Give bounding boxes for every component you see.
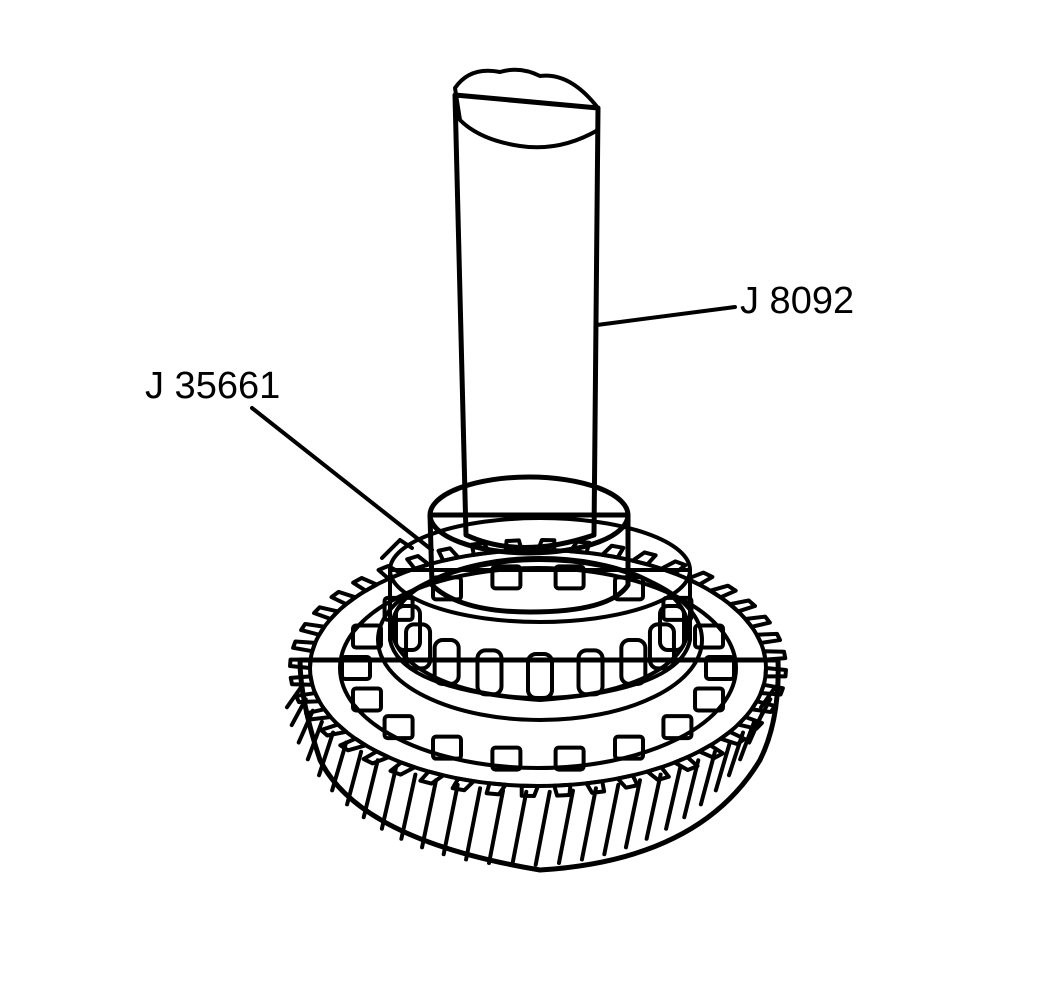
- driver-handle-tool: [452, 67, 601, 550]
- handle-knurled-end: [453, 67, 600, 150]
- clutch-tooth: [350, 623, 383, 650]
- helix-tooth-line: [533, 789, 552, 867]
- helix-tooth-line: [420, 778, 439, 850]
- clutch-tooth: [613, 734, 645, 761]
- clutch-tooth: [553, 745, 586, 772]
- helix-tooth-line: [698, 749, 717, 807]
- helix-tooth-line: [464, 786, 483, 862]
- clutch-tooth: [350, 686, 383, 713]
- installer-top: [427, 474, 631, 556]
- helix-tooth-line: [345, 749, 364, 807]
- helix-tooth-line: [713, 740, 732, 793]
- helix-tooth-line: [330, 740, 349, 793]
- helix-tooth-line: [441, 782, 460, 857]
- helix-tooth-line: [317, 730, 336, 778]
- clutch-tooth: [693, 686, 726, 713]
- bearing-roller: [394, 604, 422, 652]
- helix-tooth-line: [644, 772, 663, 841]
- installer-body: [427, 512, 631, 615]
- gear-side-wall: [297, 657, 781, 873]
- clutch-tooth: [704, 655, 736, 681]
- helix-tooth-line: [682, 758, 701, 820]
- handle-shaft: [452, 92, 601, 550]
- leader-line-j8092: [595, 305, 737, 327]
- helix-tooth-line: [487, 788, 506, 866]
- clutch-tooth: [553, 564, 586, 591]
- helix-tooth-line: [305, 719, 324, 762]
- helix-tooth-line: [602, 782, 621, 857]
- gear-outer-teeth: [288, 538, 788, 798]
- clutch-tooth: [382, 714, 415, 741]
- bearing-roller: [647, 622, 676, 671]
- bearing-roller: [619, 637, 648, 686]
- label-j8092: J 8092: [740, 280, 854, 322]
- helix-tooth-line: [579, 786, 598, 862]
- bearing-lip: [380, 538, 414, 560]
- clutch-tooth: [490, 745, 523, 772]
- gear-top-face: [308, 548, 768, 788]
- helix-tooth-line: [623, 778, 642, 850]
- bearing-cage-top: [388, 516, 692, 624]
- clutch-tooth: [382, 595, 415, 622]
- helix-tooth-line: [379, 765, 398, 831]
- clutch-tooth: [661, 714, 694, 741]
- helix-tooth-line: [664, 765, 683, 831]
- helix-tooth-line: [510, 789, 529, 867]
- helix-tooth-line: [399, 772, 418, 841]
- helix-tooth-line: [284, 685, 303, 710]
- bearing-roller: [526, 652, 554, 700]
- gear-assembly: [284, 516, 788, 873]
- leader-line-j35661: [250, 406, 434, 552]
- clutch-tooth: [340, 655, 372, 681]
- bearing-roller: [576, 648, 605, 697]
- bearing-roller: [432, 637, 461, 686]
- helix-tooth-line: [556, 788, 575, 866]
- clutch-tooth: [490, 564, 523, 591]
- label-j35661: J 35661: [145, 365, 280, 407]
- bearing-installer-tool: [427, 474, 631, 615]
- clutch-tooth: [431, 734, 463, 761]
- helix-tooth-line: [361, 758, 380, 820]
- clutch-tooth: [693, 623, 726, 650]
- bearing-roller: [475, 648, 504, 697]
- bearing-rollers: [394, 604, 686, 700]
